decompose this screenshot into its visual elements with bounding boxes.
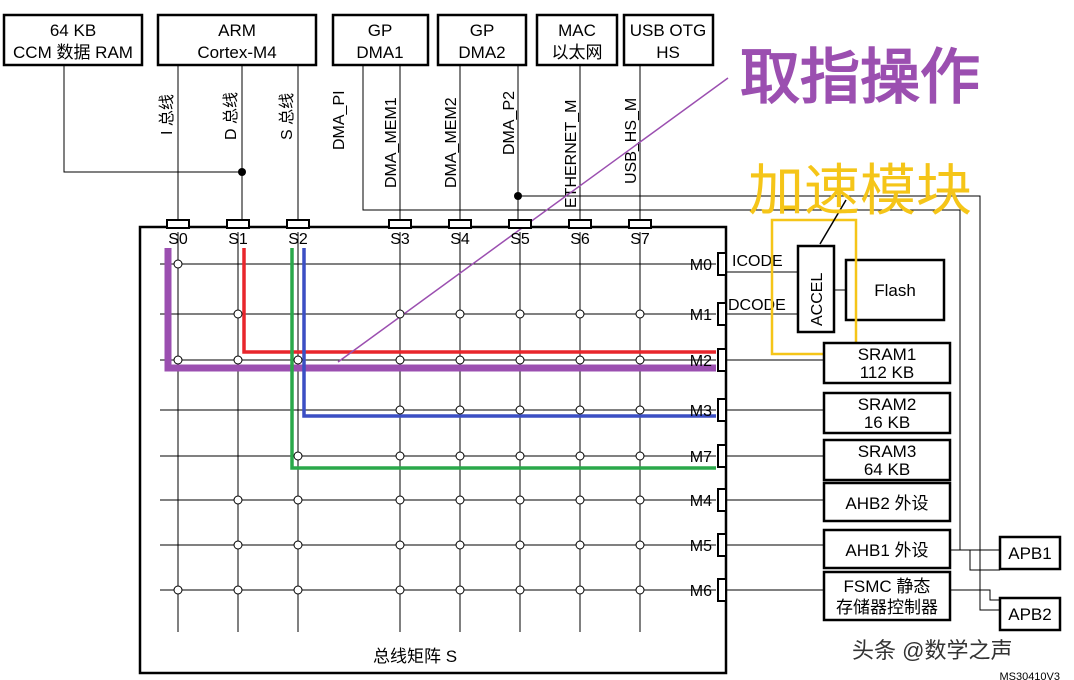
master-arm-line1: ARM: [218, 21, 256, 40]
master-dma1-line2: DMA1: [356, 43, 403, 62]
sram3-line2: 64 KB: [864, 460, 910, 479]
bus-label-dma-mem2: DMA_MEM2: [443, 97, 460, 188]
slave-port-labels: S0 S1 S2 S3 S4 S5 S6 S7: [168, 231, 650, 248]
sram2-line2: 16 KB: [864, 413, 910, 432]
slave-fsmc: FSMC 静态 存储器控制器: [822, 570, 952, 622]
apb1-block: APB1: [998, 535, 1062, 571]
fetch-annotation: 取指操作: [740, 44, 980, 111]
accel-pointer-line: [819, 199, 847, 245]
apb2-label: APB2: [1008, 605, 1051, 624]
master-bus-wires: [63, 65, 1000, 611]
matrix-grid: [160, 232, 716, 632]
bus-label-dma-mem1: DMA_MEM1: [383, 97, 400, 188]
bus-label-ethernet: ETHERNET_M: [563, 100, 580, 208]
port-m6: M6: [690, 583, 712, 600]
flash-label: Flash: [874, 281, 916, 300]
blue-path: [302, 248, 716, 418]
sram3-line1: SRAM3: [858, 442, 917, 461]
watermark: 头条 @数学之声: [852, 638, 1012, 663]
master-dma2-line2: DMA2: [458, 43, 505, 62]
bus-labels: I 总线 D 总线 S 总线 DMA_PI DMA_MEM1 DMA_MEM2 …: [158, 90, 640, 208]
port-m3: M3: [690, 403, 712, 420]
master-port-labels: M0 M1 M2 M3 M7 M4 M5 M6: [690, 257, 712, 600]
master-mac-line1: MAC: [558, 21, 596, 40]
bus-label-dma-pi: DMA_PI: [331, 90, 348, 150]
matrix-label: 总线矩阵 S: [373, 647, 457, 666]
icode-label: ICODE: [732, 253, 783, 270]
port-s4: S4: [450, 231, 470, 248]
slave-ahb2-peripherals: AHB2 外设: [822, 481, 952, 523]
green-path: [290, 248, 716, 470]
port-m5: M5: [690, 538, 712, 555]
master-port-connectors: [717, 252, 727, 602]
ahb1-label: AHB1 外设: [845, 541, 928, 560]
purple-path: [164, 248, 716, 372]
bus-matrix-frame: [138, 225, 728, 675]
slave-sram3: SRAM3 64 KB: [822, 438, 952, 482]
bus-label-dma-p2: DMA_P2: [501, 91, 518, 155]
master-usb-otg-hs: USB OTG HS: [622, 13, 715, 67]
slave-port-connectors: [166, 219, 652, 229]
port-s3: S3: [390, 231, 410, 248]
bus-label-i: I 总线: [158, 94, 176, 135]
port-s7: S7: [630, 231, 650, 248]
ahb2-label: AHB2 外设: [845, 494, 928, 513]
port-m4: M4: [690, 493, 712, 510]
master-mac-ethernet: MAC 以太网: [535, 13, 619, 67]
master-ccm-ram: 64 KB CCM 数据 RAM: [2, 13, 144, 67]
bus-label-d: D 总线: [222, 92, 240, 140]
master-gp-dma1: GP DMA1: [331, 13, 430, 67]
port-m7: M7: [690, 449, 712, 466]
red-path: [242, 248, 716, 354]
master-ccm-line2: CCM 数据 RAM: [13, 43, 133, 62]
port-m1: M1: [690, 307, 712, 324]
slave-ahb1-peripherals: AHB1 外设: [822, 528, 952, 570]
apb2-block: APB2: [998, 596, 1062, 632]
dcode-label: DCODE: [728, 297, 786, 314]
accel-annotation: 加速模块: [748, 159, 972, 222]
slave-wires: [726, 271, 1000, 601]
master-arm-cortex-m4: ARM Cortex-M4: [156, 13, 318, 67]
highlighted-paths: [164, 77, 729, 470]
accel-label: ACCEL: [809, 273, 826, 326]
port-s0: S0: [168, 231, 188, 248]
bus-label-s: S 总线: [278, 93, 296, 140]
master-mac-line2: 以太网: [552, 43, 603, 62]
port-s6: S6: [570, 231, 590, 248]
slave-sram1: SRAM1 112 KB: [822, 341, 952, 385]
port-m2: M2: [690, 353, 712, 370]
slave-sram2: SRAM2 16 KB: [822, 391, 952, 435]
fsmc-line1: FSMC 静态: [844, 577, 931, 596]
bus-label-usb-hs: USB_HS_M: [623, 98, 640, 184]
master-ccm-line1: 64 KB: [50, 21, 96, 40]
master-dma1-line1: GP: [368, 21, 393, 40]
accel-block: ACCEL: [796, 244, 836, 334]
fsmc-line2: 存储器控制器: [836, 598, 938, 617]
sram1-line1: SRAM1: [858, 345, 917, 364]
doc-id: MS30410V3: [999, 671, 1060, 680]
flash-block: Flash: [844, 258, 946, 322]
sram1-line2: 112 KB: [860, 363, 915, 382]
port-s1: S1: [228, 231, 248, 248]
master-usb-line2: HS: [656, 43, 680, 62]
port-s2: S2: [288, 231, 308, 248]
accel-highlight-box: [770, 218, 858, 356]
master-arm-line2: Cortex-M4: [197, 43, 276, 62]
master-gp-dma2: GP DMA2: [436, 13, 528, 67]
master-dma2-line1: GP: [470, 21, 495, 40]
apb1-label: APB1: [1008, 544, 1051, 563]
port-m0: M0: [690, 257, 712, 274]
matrix-nodes: [173, 259, 645, 595]
master-usb-line1: USB OTG: [630, 21, 707, 40]
port-s5: S5: [510, 231, 530, 248]
sram2-line1: SRAM2: [858, 395, 917, 414]
